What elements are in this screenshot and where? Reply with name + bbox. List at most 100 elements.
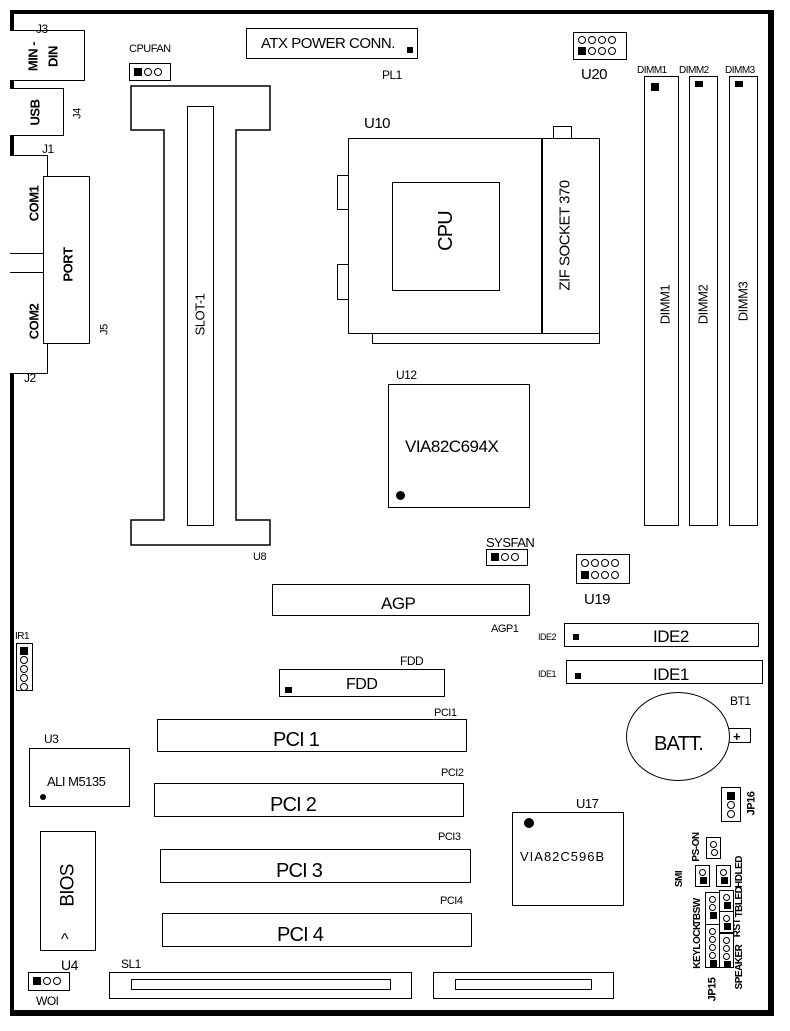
pin: [154, 68, 162, 76]
slot1-connector: [187, 106, 214, 526]
jp16-header: [721, 787, 741, 822]
ali-chip: ALI M5135: [29, 748, 130, 807]
isa-slot-left: [109, 972, 412, 999]
pin: [710, 841, 717, 848]
pin-1: [721, 877, 728, 884]
pson-header: [706, 837, 721, 859]
com2-connector: [10, 272, 48, 374]
pin-1-marker: [695, 81, 703, 87]
hdled-header: [716, 865, 731, 887]
pin: [591, 559, 599, 567]
pin: [501, 553, 509, 561]
pin: [598, 47, 606, 55]
battery-plus: +: [733, 729, 741, 744]
ide1-connector: IDE1: [566, 660, 763, 684]
mini-din-label-2: DIN: [45, 46, 61, 67]
woi-header: [28, 972, 70, 991]
dimm1-ref: DIMM1: [637, 65, 667, 76]
dimm1-label: DIMM1: [657, 284, 673, 325]
dimm2-slot: [689, 76, 718, 526]
pci1-slot: PCI 1: [157, 719, 467, 752]
speaker-header: [719, 933, 734, 968]
pin-1: [700, 877, 707, 884]
pin: [43, 977, 51, 985]
pin-1: [578, 47, 586, 55]
pin: [711, 849, 718, 856]
agp1-ref: AGP1: [491, 623, 519, 635]
u17-ref: U17: [576, 796, 599, 811]
pin: [20, 656, 28, 664]
battery-label: BATT.: [654, 733, 704, 755]
u4-ref: U4: [61, 957, 78, 973]
pin-1: [581, 571, 589, 579]
pson-label: PS-ON: [691, 832, 702, 862]
pin-1-dot: [524, 818, 534, 828]
cpufan-header: [129, 63, 171, 81]
ide2-ref: IDE2: [538, 632, 557, 642]
pin-1: [33, 977, 41, 985]
tbled-label: TBLED: [734, 886, 745, 918]
j4-ref: J4: [71, 108, 84, 119]
tbled-header: [719, 890, 734, 912]
pin: [608, 47, 616, 55]
pin-1-marker: [285, 687, 292, 693]
northbridge-label: VIA82C694X: [405, 437, 499, 456]
pin: [727, 810, 735, 818]
pin: [709, 944, 716, 951]
sl1-ref: SL1: [121, 957, 141, 971]
fdd-label: FDD: [346, 676, 378, 693]
atx-power-label: ATX POWER CONN.: [261, 35, 395, 52]
pin: [581, 559, 589, 567]
dimm2-ref: DIMM2: [679, 65, 709, 76]
ide1-ref: IDE1: [538, 669, 557, 679]
sysfan-header: [486, 549, 528, 566]
tbsw-header: [705, 892, 720, 925]
pin-1: [727, 792, 735, 800]
cpu-die: [392, 182, 500, 291]
pin: [611, 571, 619, 579]
pin: [578, 36, 586, 44]
pci4-ref: PCI4: [440, 895, 463, 907]
jp16-ref: JP16: [745, 791, 758, 816]
pl1-ref: PL1: [382, 68, 402, 82]
battery-terminal: +: [727, 728, 751, 743]
keylock-header: [705, 924, 720, 968]
socket-lever-divider: [541, 139, 543, 333]
dimm3-slot: [729, 76, 758, 526]
u12-ref: U12: [396, 368, 417, 382]
pin-1: [134, 68, 142, 76]
pin-1: [20, 647, 28, 655]
isa-slot-left-inner: [131, 979, 391, 990]
isa-slot-right-inner: [455, 979, 592, 990]
pin: [511, 553, 519, 561]
com2-label: COM2: [26, 303, 42, 340]
pin: [709, 904, 716, 911]
jp15-ref: JP15: [706, 977, 719, 1002]
u10-ref: U10: [364, 115, 391, 132]
pci4-label: PCI 4: [277, 924, 324, 946]
motherboard-outline: [10, 10, 774, 1016]
ide1-label: IDE1: [653, 665, 689, 684]
pin-1: [724, 902, 731, 909]
j2-ref: J2: [24, 371, 36, 385]
pin-1: [724, 923, 731, 930]
pci1-ref: PCI1: [434, 707, 457, 719]
pin: [723, 937, 730, 944]
pin: [709, 936, 716, 943]
pin: [727, 801, 735, 809]
smi-header: [695, 865, 710, 887]
pin: [53, 977, 61, 985]
pci2-label: PCI 2: [270, 794, 317, 816]
pin: [699, 869, 706, 876]
pin: [611, 559, 619, 567]
pin: [608, 36, 616, 44]
pin-1-dot: [40, 794, 46, 800]
pin-1: [710, 960, 717, 967]
pin: [601, 571, 609, 579]
pin-1: [491, 553, 499, 561]
pin: [601, 559, 609, 567]
southbridge-chip: VIA82C596B: [512, 812, 624, 906]
pin: [588, 47, 596, 55]
pin-1: [724, 961, 731, 968]
pin: [723, 894, 730, 901]
